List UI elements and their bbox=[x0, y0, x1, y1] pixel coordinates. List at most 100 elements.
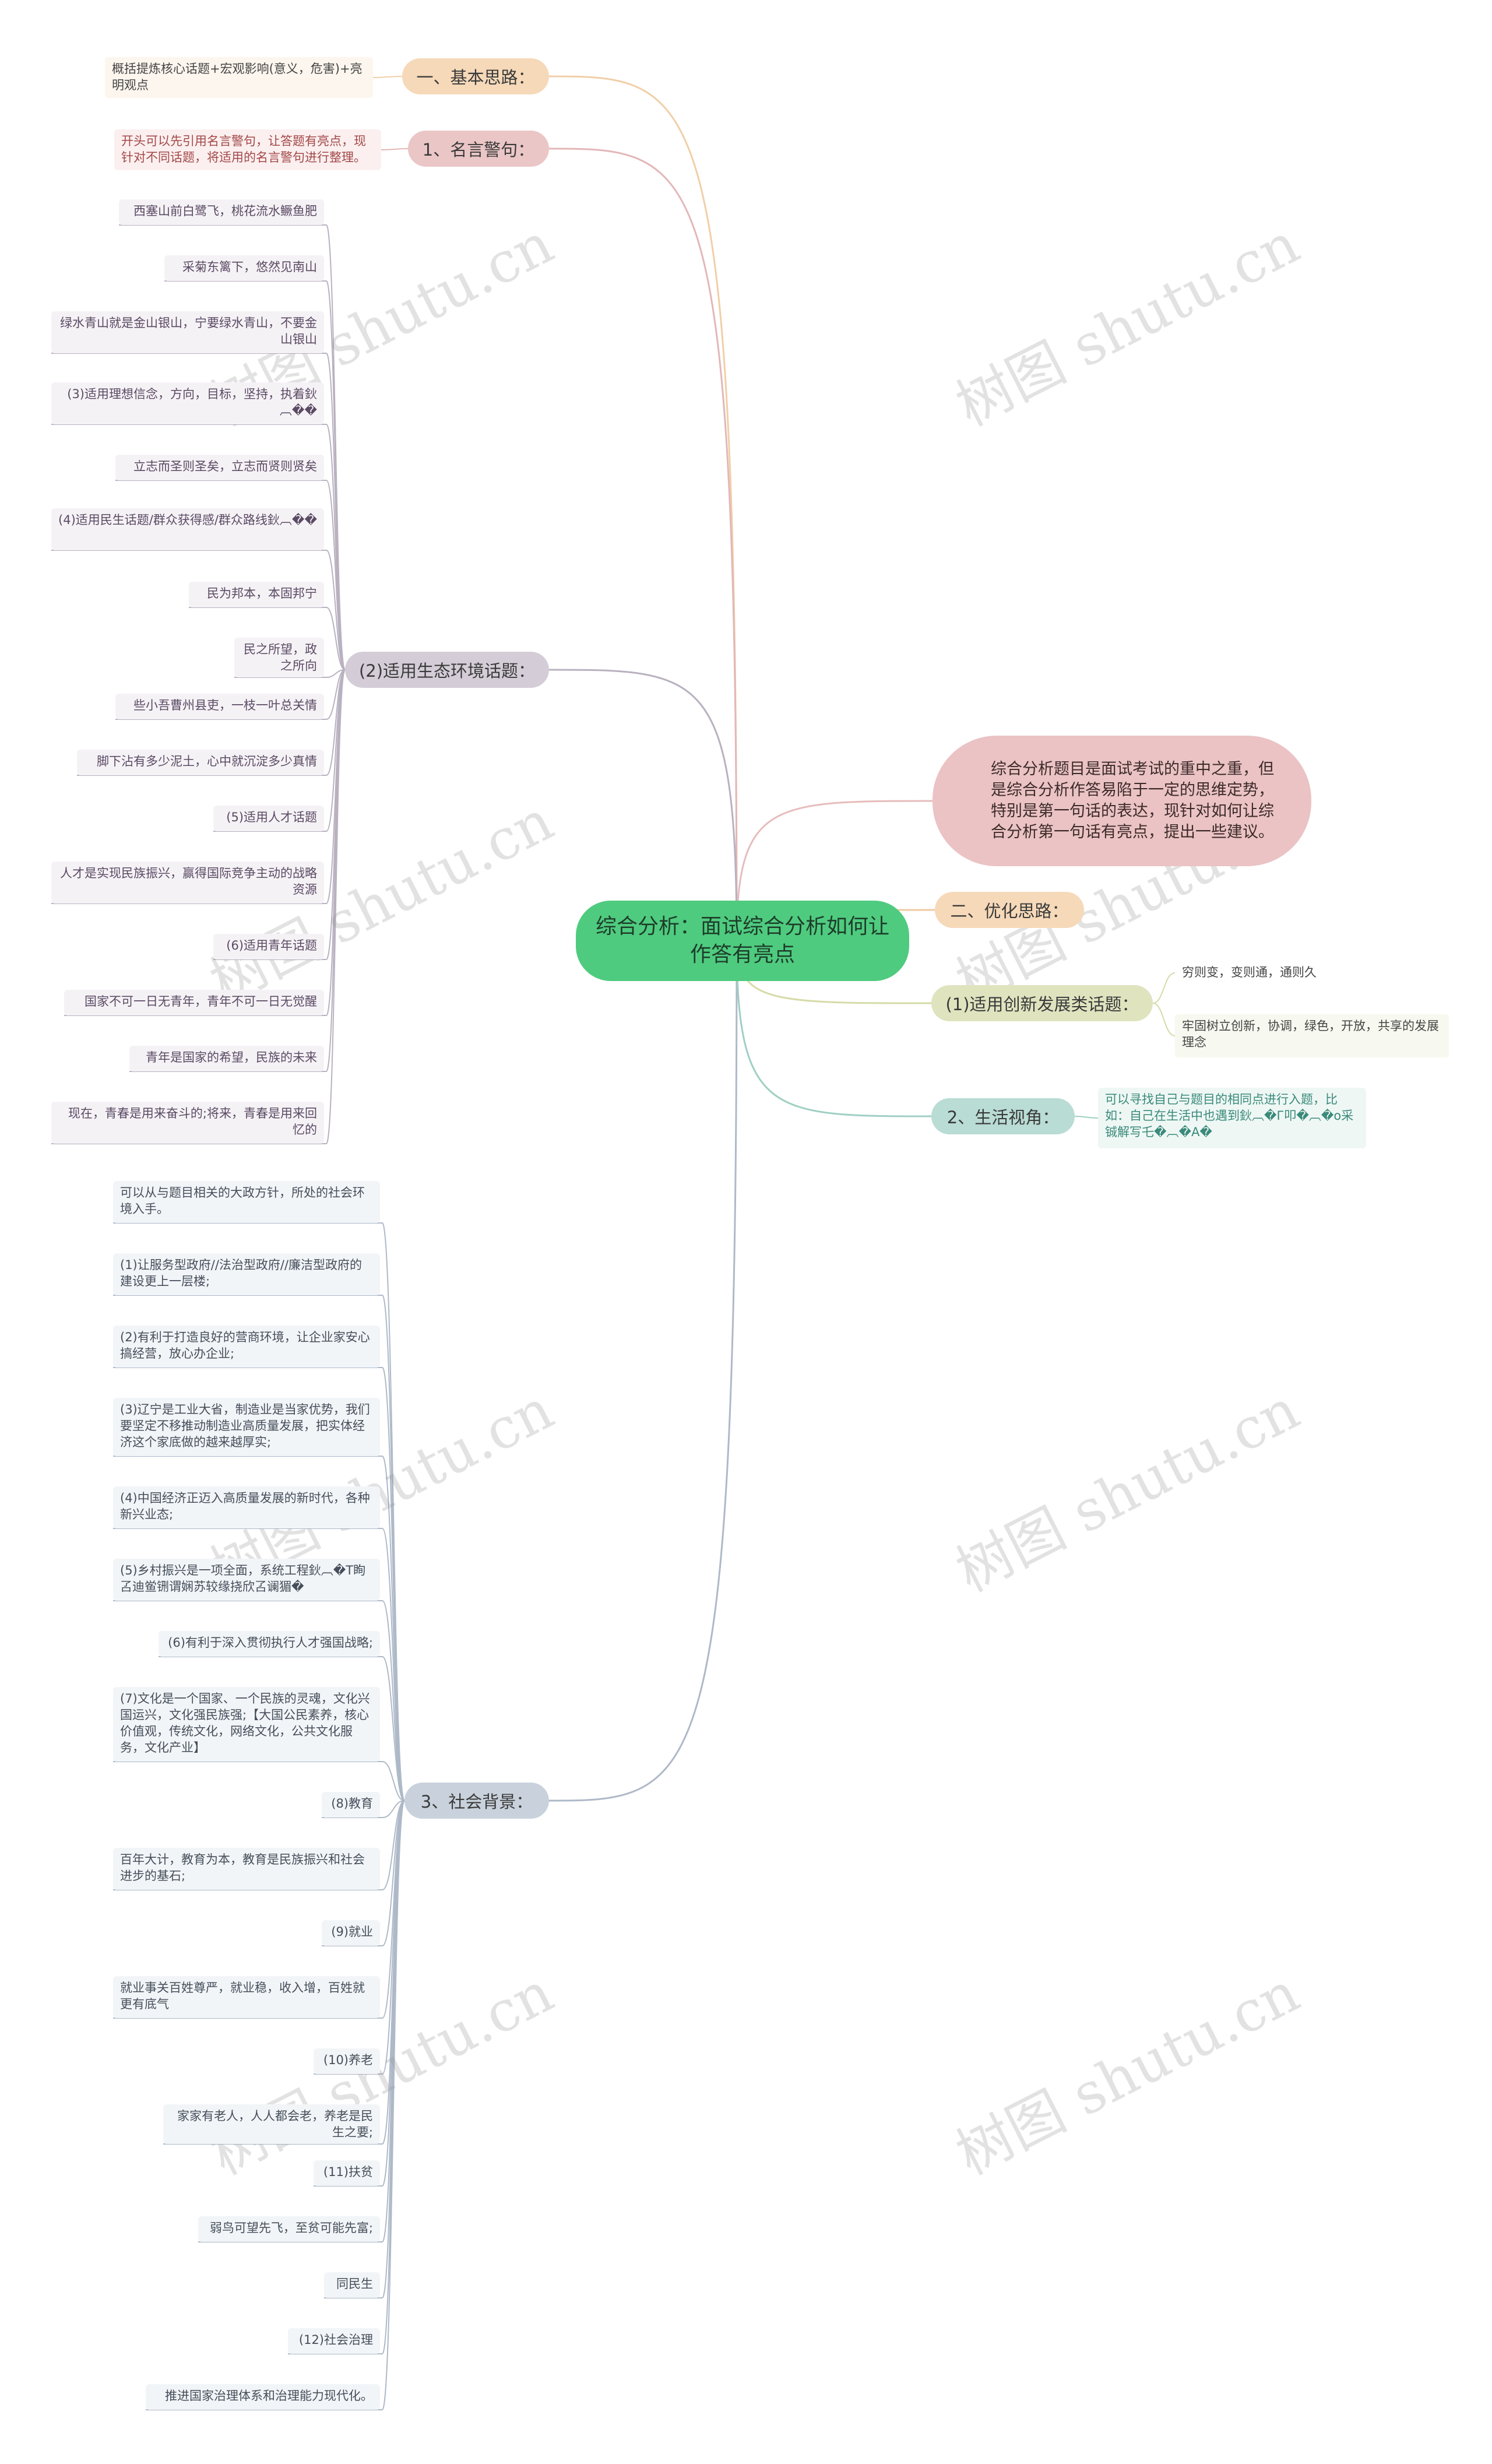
link-branch-to-leaf bbox=[382, 1800, 405, 1890]
leaf-social-background[interactable]: 推进国家治理体系和治理能力现代化。 bbox=[146, 2384, 380, 2410]
leaf-social-background[interactable]: (8)教育 bbox=[322, 1792, 380, 1818]
branch-basic-approach[interactable]: 一、基本思路： bbox=[402, 58, 549, 94]
link-branch-to-leaf bbox=[382, 1600, 405, 1801]
branch-label: (1)适用创新发展类话题： bbox=[945, 994, 1139, 1014]
leaf-eco-topic[interactable]: 西塞山前白鹭飞，桃花流水鳜鱼肥 bbox=[119, 199, 324, 225]
leaf-text: 开头可以先引用名言警句，让答题有亮点，现针对不同话题，将适用的名言警句进行整理。 bbox=[121, 134, 366, 164]
leaf-text: (11)扶贫 bbox=[323, 2165, 373, 2179]
link-branch-to-leaf bbox=[382, 1800, 405, 1946]
leaf-text: (5)适用人才话题 bbox=[226, 810, 317, 824]
link-branch-to-leaf bbox=[382, 1528, 405, 1801]
leaf-social-background[interactable]: (7)文化是一个国家、一个民族的灵魂，文化兴国运兴，文化强民族强;【大国公民素养… bbox=[113, 1687, 380, 1762]
leaf-text: 些小吾曹州县吏，一枝一叶总关情 bbox=[133, 698, 317, 712]
leaf-eco-topic[interactable]: 民为邦本，本固邦宁 bbox=[189, 582, 324, 607]
leaf-social-background[interactable]: 同民生 bbox=[324, 2272, 380, 2298]
leaf-text: 可以寻找自己与题目的相同点进行入题，比如：自己在生活中也遇到鈥︹�Г叩�︹�o采… bbox=[1105, 1092, 1354, 1139]
leaf-text: 人才是实现民族振兴，赢得国际竞争主动的战略资源 bbox=[60, 866, 317, 897]
leaf-text: 青年是国家的希望，民族的未来 bbox=[146, 1050, 317, 1064]
branch-label: (2)适用生态环境话题： bbox=[358, 661, 536, 681]
leaf-text: (5)乡村振兴是一项全面，系统工程鈥︹�T眴叾迪鲎铏谓娴苏较缘挠欣叾谰猸� bbox=[120, 1563, 366, 1594]
link-branch-to-leaf bbox=[382, 1800, 405, 2410]
leaf-text: (2)有利于打造良好的营商环境，让企业家安心搞经营，放心办企业; bbox=[120, 1330, 370, 1361]
link-branch-to-leaf bbox=[1152, 1003, 1176, 1036]
root-topic-label: 综合分析：面试综合分析如何让作答有亮点 bbox=[595, 915, 889, 966]
leaf-text: (4)中国经济正迈入高质量发展的新时代，各种新兴业态; bbox=[120, 1491, 370, 1521]
link-root-to-branch bbox=[736, 940, 932, 1117]
leaf-text: (7)文化是一个国家、一个民族的灵魂，文化兴国运兴，文化强民族强;【大国公民素养… bbox=[120, 1692, 370, 1755]
leaf-social-background[interactable]: (6)有利于深入贯彻执行人才强国战略; bbox=[159, 1631, 380, 1657]
branch-label: 1、名言警句： bbox=[422, 140, 535, 160]
branch-social-background[interactable]: 3、社会背景： bbox=[404, 1783, 549, 1819]
leaf-social-background[interactable]: (3)辽宁是工业大省，制造业是当家优势，我们要坚定不移推动制造业高质量发展，把实… bbox=[113, 1398, 380, 1456]
leaf-social-background[interactable]: 弱鸟可望先飞，至贫可能先富; bbox=[198, 2216, 380, 2242]
link-branch-to-leaf bbox=[372, 76, 403, 78]
leaf-eco-topic[interactable]: (6)适用青年话题 bbox=[213, 934, 324, 959]
link-branch-to-leaf bbox=[326, 669, 346, 1072]
leaf-text: 现在，青春是用来奋斗的;将来，青春是用来回忆的 bbox=[68, 1106, 317, 1137]
leaf-text: (3)辽宁是工业大省，制造业是当家优势，我们要坚定不移推动制造业高质量发展，把实… bbox=[120, 1403, 370, 1449]
intro-bubble[interactable]: 综合分析题目是面试考试的重中之重，但是综合分析作答易陷于一定的思维定势，特别是第… bbox=[932, 736, 1311, 866]
leaf-social-background[interactable]: (4)中国经济正迈入高质量发展的新时代，各种新兴业态; bbox=[113, 1486, 380, 1528]
leaf-eco-topic[interactable]: 人才是实现民族振兴，赢得国际竞争主动的战略资源 bbox=[51, 862, 324, 904]
leaf-social-background[interactable]: 就业事关百姓尊严，就业稳，收入增，百姓就更有底气 bbox=[113, 1976, 380, 2018]
leaf-famous-quotes[interactable]: 开头可以先引用名言警句，让答题有亮点，现针对不同话题，将适用的名言警句进行整理。 bbox=[114, 129, 381, 170]
branch-innovation-topics[interactable]: (1)适用创新发展类话题： bbox=[931, 985, 1153, 1021]
leaf-text: 家家有老人，人人都会老，养老是民生之要; bbox=[177, 2109, 373, 2139]
leaf-text: 民为邦本，本固邦宁 bbox=[207, 586, 317, 600]
branch-label: 2、生活视角： bbox=[946, 1108, 1060, 1127]
leaf-text: (10)养老 bbox=[323, 2053, 373, 2067]
leaf-social-background[interactable]: (10)养老 bbox=[314, 2048, 380, 2074]
leaf-social-background[interactable]: (1)让服务型政府//法治型政府//廉洁型政府的建设更上一层楼; bbox=[113, 1253, 380, 1295]
link-root-to-branch bbox=[736, 800, 933, 941]
leaf-text: 弱鸟可望先飞，至贫可能先富; bbox=[209, 2221, 373, 2235]
leaf-eco-topic[interactable]: 国家不可一日无青年，青年不可一日无觉醒 bbox=[64, 990, 324, 1015]
link-branch-to-leaf bbox=[326, 353, 346, 670]
leaf-text: (9)就业 bbox=[331, 1925, 373, 1939]
leaf-life-perspective[interactable]: 可以寻找自己与题目的相同点进行入题，比如：自己在生活中也遇到鈥︹�Г叩�︹�o采… bbox=[1098, 1088, 1366, 1148]
leaf-eco-topic[interactable]: 立志而圣则圣矣，立志而贤则贤矣 bbox=[115, 455, 324, 480]
leaf-social-background[interactable]: (11)扶贫 bbox=[314, 2160, 380, 2186]
link-branch-to-leaf bbox=[382, 1761, 405, 1801]
leaf-text: 概括提炼核心话题+宏观影响(意义，危害)+亮明观点 bbox=[112, 62, 363, 92]
leaf-eco-topic[interactable]: 采菊东篱下，悠然见南山 bbox=[164, 255, 324, 281]
link-root-to-branch bbox=[548, 940, 738, 1802]
root-topic[interactable]: 综合分析：面试综合分析如何让作答有亮点 bbox=[576, 901, 909, 981]
leaf-text: 立志而圣则圣矣，立志而贤则贤矣 bbox=[133, 459, 317, 473]
leaf-social-background[interactable]: (12)社会治理 bbox=[288, 2328, 380, 2354]
leaf-eco-topic[interactable]: 脚下沾有多少泥土，心中就沉淀多少真情 bbox=[77, 750, 324, 775]
branch-life-perspective[interactable]: 2、生活视角： bbox=[931, 1098, 1075, 1134]
leaf-text: 采菊东篱下，悠然见南山 bbox=[182, 260, 317, 274]
leaf-text: 牢固树立创新，协调，绿色，开放，共享的发展理念 bbox=[1182, 1019, 1439, 1049]
leaf-text: 可以从与题目相关的大政方针，所处的社会环境入手。 bbox=[120, 1186, 365, 1216]
branch-famous-quotes[interactable]: 1、名言警句： bbox=[408, 131, 549, 167]
leaf-eco-topic[interactable]: 民之所望，政之所向 bbox=[234, 638, 324, 677]
leaf-innovation[interactable]: 穷则变，变则通，通则久 bbox=[1175, 961, 1431, 985]
leaf-eco-topic[interactable]: (3)适用理想信念，方向，目标，坚持，执着鈥︹�� bbox=[51, 382, 324, 424]
leaf-eco-topic[interactable]: 些小吾曹州县吏，一枝一叶总关情 bbox=[115, 694, 324, 719]
leaf-social-background[interactable]: (9)就业 bbox=[322, 1920, 380, 1946]
leaf-social-background[interactable]: 家家有老人，人人都会老，养老是民生之要; bbox=[163, 2104, 380, 2144]
leaf-eco-topic[interactable]: (4)适用民生话题/群众获得感/群众路线鈥︹�� bbox=[51, 508, 324, 550]
leaf-eco-topic[interactable]: 现在，青春是用来奋斗的;将来，青春是用来回忆的 bbox=[51, 1102, 324, 1144]
leaf-eco-topic[interactable]: 绿水青山就是金山银山，宁要绿水青山，不要金山银山 bbox=[51, 311, 324, 353]
link-branch-to-leaf bbox=[382, 1656, 405, 1801]
leaf-text: (6)有利于深入贯彻执行人才强国战略; bbox=[168, 1636, 373, 1650]
leaf-basic-approach[interactable]: 概括提炼核心话题+宏观影响(意义，危害)+亮明观点 bbox=[105, 57, 373, 98]
leaf-social-background[interactable]: 可以从与题目相关的大政方针，所处的社会环境入手。 bbox=[113, 1181, 380, 1223]
leaf-social-background[interactable]: 百年大计，教育为本，教育是民族振兴和社会进步的基石; bbox=[113, 1848, 380, 1890]
leaf-eco-topic[interactable]: (5)适用人才话题 bbox=[213, 806, 324, 831]
branch-label: 一、基本思路： bbox=[416, 68, 535, 87]
leaf-eco-topic[interactable]: 青年是国家的希望，民族的未来 bbox=[129, 1046, 324, 1071]
leaf-text: (12)社会治理 bbox=[298, 2333, 373, 2347]
link-branch-to-leaf bbox=[382, 1800, 405, 1818]
link-branch-to-leaf bbox=[1074, 1116, 1099, 1119]
branch-optimization[interactable]: 二、优化思路： bbox=[935, 892, 1084, 928]
branch-eco-topics[interactable]: (2)适用生态环境话题： bbox=[345, 652, 549, 688]
leaf-text: (3)适用理想信念，方向，目标，坚持，执着鈥︹�� bbox=[67, 387, 317, 417]
leaf-social-background[interactable]: (2)有利于打造良好的营商环境，让企业家安心搞经营，放心办企业; bbox=[113, 1326, 380, 1368]
leaf-text: 国家不可一日无青年，青年不可一日无觉醒 bbox=[85, 994, 317, 1008]
link-branch-to-leaf bbox=[326, 480, 346, 670]
link-branch-to-leaf bbox=[326, 550, 346, 670]
leaf-social-background[interactable]: (5)乡村振兴是一项全面，系统工程鈥︹�T眴叾迪鲎铏谓娴苏较缘挠欣叾谰猸� bbox=[113, 1559, 380, 1601]
leaf-innovation[interactable]: 牢固树立创新，协调，绿色，开放，共享的发展理念 bbox=[1175, 1014, 1449, 1057]
